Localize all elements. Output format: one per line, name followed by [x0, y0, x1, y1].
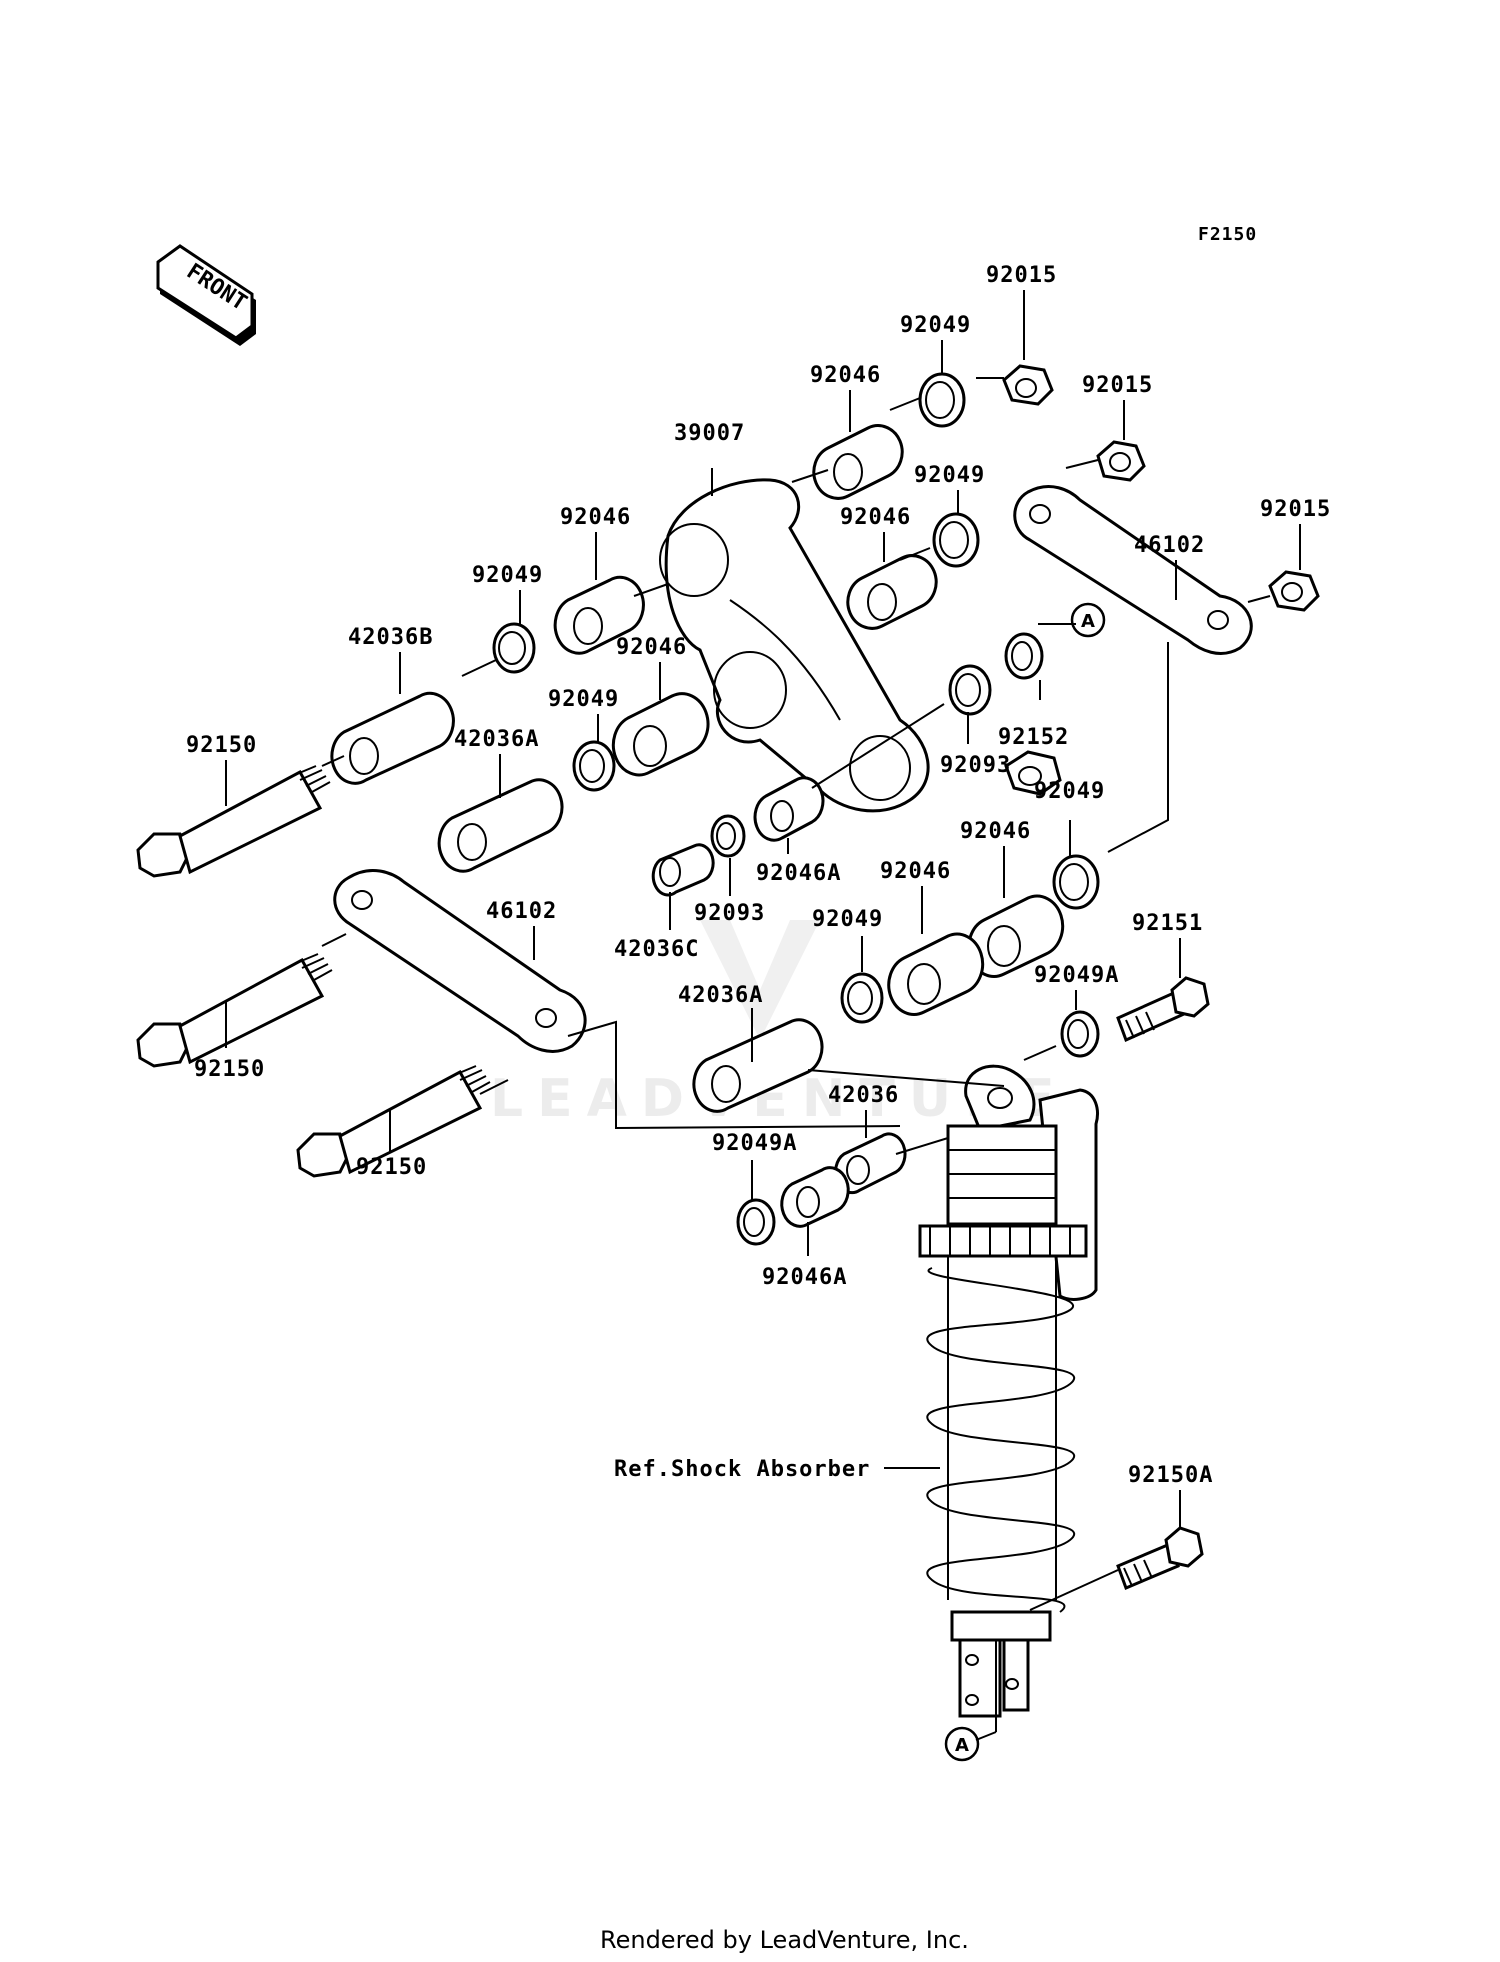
label-92049-f: 92049: [812, 907, 883, 932]
label-92015-c: 92015: [1260, 497, 1331, 522]
footer-credit: Rendered by LeadVenture, Inc.: [600, 1926, 969, 1954]
label-92150A: 92150A: [1128, 1463, 1213, 1488]
label-92150-a: 92150: [186, 733, 257, 758]
label-46102-right: 46102: [1134, 533, 1205, 558]
front-arrow-icon: FRONT: [156, 244, 256, 346]
seal-92049A-b: [736, 1198, 776, 1246]
label-92049-top: 92049: [900, 313, 971, 338]
label-92152: 92152: [998, 725, 1069, 750]
label-92150-b: 92150: [194, 1057, 265, 1082]
collar-42036A-b: [692, 1018, 824, 1113]
nut-92015-a: [1002, 364, 1054, 406]
washer-92152: [1004, 632, 1044, 680]
collar-42036C: [651, 843, 715, 897]
label-92046-b: 92046: [560, 505, 631, 530]
seal-92093-a: [948, 664, 992, 716]
seal-92049-d: [572, 740, 616, 792]
collar-42036B: [330, 691, 455, 785]
marker-a-bottom: A: [944, 1726, 980, 1762]
nut-92015-c: [1268, 570, 1320, 612]
label-92093-a: 92093: [940, 753, 1011, 778]
watermark-logo-icon: [700, 920, 820, 1040]
leader-lines: [225, 290, 1301, 1741]
marker-a-top-label: A: [1081, 611, 1095, 632]
label-42036C: 42036C: [614, 937, 699, 962]
bolt-92151: [1116, 976, 1210, 1043]
label-ref-shock-absorber: Ref.Shock Absorber: [614, 1457, 870, 1482]
link-plate-46102-left: [333, 869, 587, 1053]
bearing-92046A-a: [753, 776, 825, 842]
bolt-92150-c: [296, 1065, 491, 1178]
label-92150-c: 92150: [356, 1155, 427, 1180]
label-92046A-a: 92046A: [756, 861, 841, 886]
part-labels: 92015 92049 92015 92046 39007 92049 9201…: [186, 263, 1331, 1488]
label-92093-b: 92093: [694, 901, 765, 926]
marker-a-top: A: [1070, 602, 1106, 638]
label-42036A-b: 42036A: [678, 983, 763, 1008]
label-42036B: 42036B: [348, 625, 433, 650]
label-42036: 42036: [828, 1083, 899, 1108]
label-46102-left: 46102: [486, 899, 557, 924]
seal-92049A-a: [1060, 1010, 1100, 1058]
label-92046-f: 92046: [880, 859, 951, 884]
label-92049A-a: 92049A: [1034, 963, 1119, 988]
figure-code: F2150: [1198, 224, 1257, 245]
bolt-92150-b: [136, 953, 333, 1068]
bolt-92150A: [1116, 1526, 1204, 1590]
bearing-92046-d: [611, 692, 710, 777]
label-92015-b: 92015: [1082, 373, 1153, 398]
seal-92049-f: [840, 972, 884, 1024]
seal-92049-b: [932, 512, 980, 568]
seal-92049-c: [492, 622, 536, 674]
label-92049-b: 92049: [914, 463, 985, 488]
seal-92049-e: [1052, 854, 1100, 910]
bearing-92046A-b: [780, 1166, 850, 1228]
label-39007: 39007: [674, 421, 745, 446]
nut-92015-top: [1004, 750, 1062, 796]
bearing-92046-c: [846, 554, 938, 630]
shock-absorber: [918, 1064, 1099, 1718]
bearing-92046-f: [887, 932, 985, 1016]
marker-a-bottom-label: A: [955, 1735, 969, 1756]
label-92049-e: 92049: [1034, 779, 1105, 804]
label-92049-c: 92049: [472, 563, 543, 588]
nut-92015-b: [1096, 440, 1146, 482]
label-92046A-b: 92046A: [762, 1265, 847, 1290]
label-92049A-b: 92049A: [712, 1131, 797, 1156]
label-42036A-a: 42036A: [454, 727, 539, 752]
label-92046-c: 92046: [840, 505, 911, 530]
bearing-92046-top: [812, 424, 904, 500]
label-92049-d: 92049: [548, 687, 619, 712]
seal-92093-b: [710, 814, 746, 858]
link-plate-46102-right: [1013, 485, 1253, 655]
collar-42036A-a: [437, 778, 564, 873]
rocker-arm-39007: [659, 478, 930, 813]
label-92046-d: 92046: [616, 635, 687, 660]
bearing-92046-b: [553, 575, 645, 655]
bearing-92046-e: [967, 894, 1065, 978]
label-92046-top: 92046: [810, 363, 881, 388]
bolt-92150-a: [136, 765, 331, 878]
seal-92049-top: [918, 372, 966, 428]
label-92046-e: 92046: [960, 819, 1031, 844]
label-92015-top: 92015: [986, 263, 1057, 288]
label-92151: 92151: [1132, 911, 1203, 936]
